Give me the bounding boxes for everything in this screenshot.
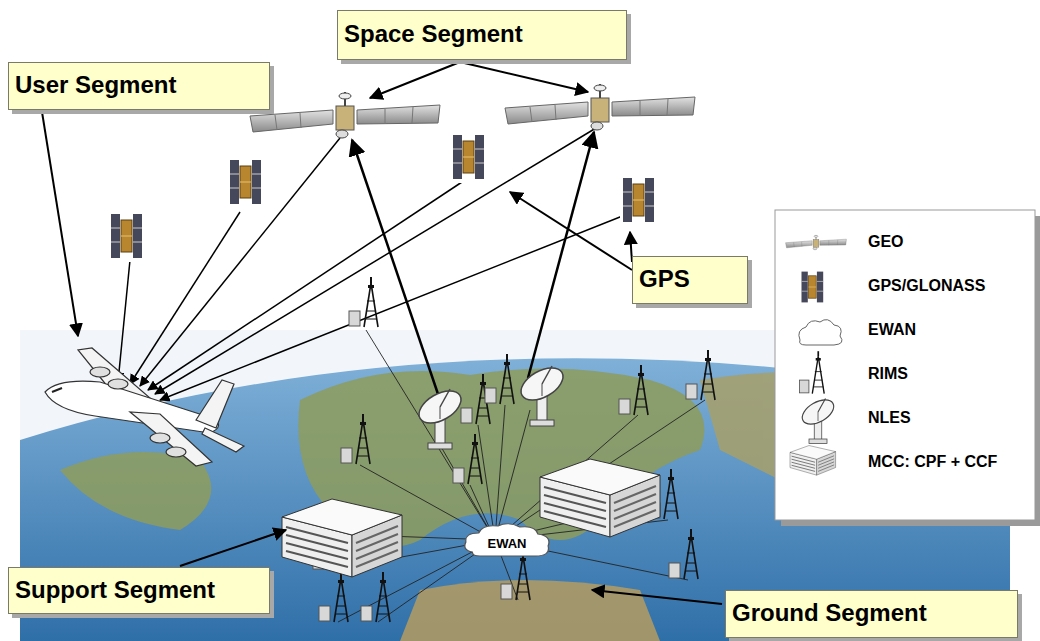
segment-label: Space Segment	[337, 10, 627, 60]
segment-name: GPS	[639, 265, 690, 293]
airplane	[45, 348, 244, 466]
nles-dish	[414, 384, 467, 449]
legend-panel	[775, 210, 1035, 520]
gps-satellite	[620, 174, 656, 226]
geo-satellite	[505, 84, 695, 130]
legend-label: EWAN	[868, 321, 916, 339]
leader-arrows	[42, 62, 722, 604]
uplink-arrows	[352, 132, 594, 400]
legend-label: GEO	[868, 233, 904, 251]
segment-name: Support Segment	[15, 575, 215, 603]
segment-label: GPS	[632, 256, 748, 304]
legend-label: RIMS	[868, 365, 908, 383]
segment-label: Ground Segment	[725, 590, 1018, 638]
legend-label: NLES	[868, 409, 911, 427]
rims-stations	[313, 277, 715, 622]
segment-name: Ground Segment	[732, 599, 927, 627]
mcc-building	[282, 499, 402, 577]
network-links	[330, 330, 705, 622]
segment-name: Space Segment	[344, 20, 523, 48]
gps-satellite	[450, 131, 486, 183]
nles-dish	[516, 361, 569, 426]
network-cloud: EWAN	[462, 522, 552, 560]
segment-label: User Segment	[8, 62, 270, 110]
signal-lines	[118, 128, 625, 400]
geo-satellite	[250, 92, 440, 138]
legend-label: MCC: CPF + CCF	[868, 453, 997, 471]
gps-satellite	[227, 156, 263, 208]
legend-label: GPS/GLONASS	[868, 277, 985, 295]
legend-icons	[786, 235, 847, 475]
segment-label: Support Segment	[8, 567, 270, 614]
gps-satellite	[108, 210, 144, 262]
mcc-building	[540, 459, 660, 537]
segment-name: User Segment	[15, 71, 176, 99]
cloud-label: EWAN	[462, 522, 552, 551]
